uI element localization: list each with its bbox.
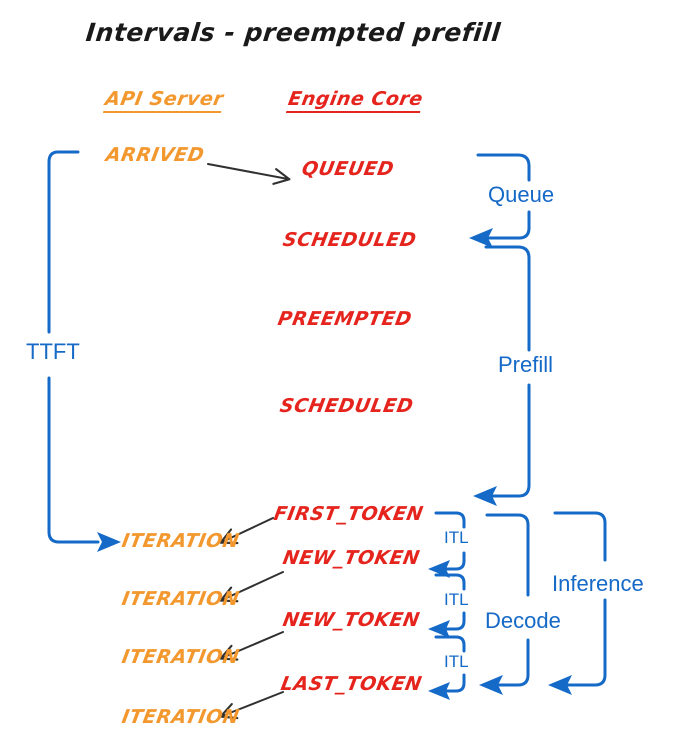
interval-label-ttft: TTFT	[22, 341, 84, 363]
event-new-token-2: NEW_TOKEN	[281, 609, 422, 631]
bracket-decode-lower	[494, 638, 530, 687]
bracket-itl-1-lower	[443, 551, 466, 571]
column-header-engine-core: Engine Core	[285, 88, 425, 113]
event-iteration-3: ITERATION	[120, 646, 242, 668]
arrowhead-queue	[469, 228, 493, 248]
interval-label-inference: Inference	[548, 573, 648, 595]
bracket-queue-lower	[484, 210, 531, 240]
arrowhead-inference	[548, 675, 572, 695]
bracket-ttft-lower	[47, 376, 100, 544]
bracket-inference-upper	[553, 511, 607, 562]
interval-label-prefill: Prefill	[494, 354, 558, 376]
bracket-itl-3-lower	[443, 673, 466, 693]
event-queued: QUEUED	[300, 158, 396, 180]
page-title: Intervals - preempted prefill	[84, 18, 503, 47]
bracket-itl-2-upper	[434, 573, 466, 591]
interval-label-decode: Decode	[481, 610, 565, 632]
interval-label-itl-1: ITL	[440, 529, 473, 546]
event-new-token-1: NEW_TOKEN	[281, 547, 422, 569]
bracket-prefill-lower	[488, 383, 531, 498]
event-arrived: ARRIVED	[104, 144, 207, 166]
interval-label-queue: Queue	[484, 184, 559, 206]
event-first-token: FIRST_TOKEN	[272, 503, 426, 525]
arrowhead-ttft	[97, 532, 121, 552]
event-iteration-2: ITERATION	[120, 588, 242, 610]
event-last-token: LAST_TOKEN	[279, 673, 424, 695]
bracket-itl-3-upper	[434, 635, 466, 653]
column-header-api-server: API Server	[102, 88, 225, 113]
event-scheduled-2: SCHEDULED	[278, 395, 416, 417]
bracket-itl-2-lower	[443, 611, 466, 631]
interval-label-itl-2: ITL	[440, 591, 473, 608]
bracket-queue-upper	[476, 153, 531, 182]
bracket-prefill-upper	[484, 245, 531, 352]
bracket-ttft	[47, 150, 80, 334]
bracket-itl-1-upper	[434, 511, 466, 529]
interval-label-itl-3: ITL	[440, 653, 473, 670]
arrowhead-itl-1	[428, 560, 450, 578]
event-scheduled-1: SCHEDULED	[281, 229, 419, 251]
event-iteration-4: ITERATION	[120, 706, 242, 728]
event-iteration-1: ITERATION	[120, 530, 242, 552]
arrow-arrived-to-queued	[207, 163, 291, 185]
arrowhead-itl-2	[428, 620, 450, 638]
arrowhead-itl-3	[428, 682, 450, 700]
arrowhead-decode	[479, 675, 503, 695]
bracket-inference-lower	[563, 598, 607, 687]
event-preempted: PREEMPTED	[276, 308, 414, 330]
arrowhead-prefill	[473, 486, 497, 506]
bracket-decode-upper	[485, 513, 530, 597]
